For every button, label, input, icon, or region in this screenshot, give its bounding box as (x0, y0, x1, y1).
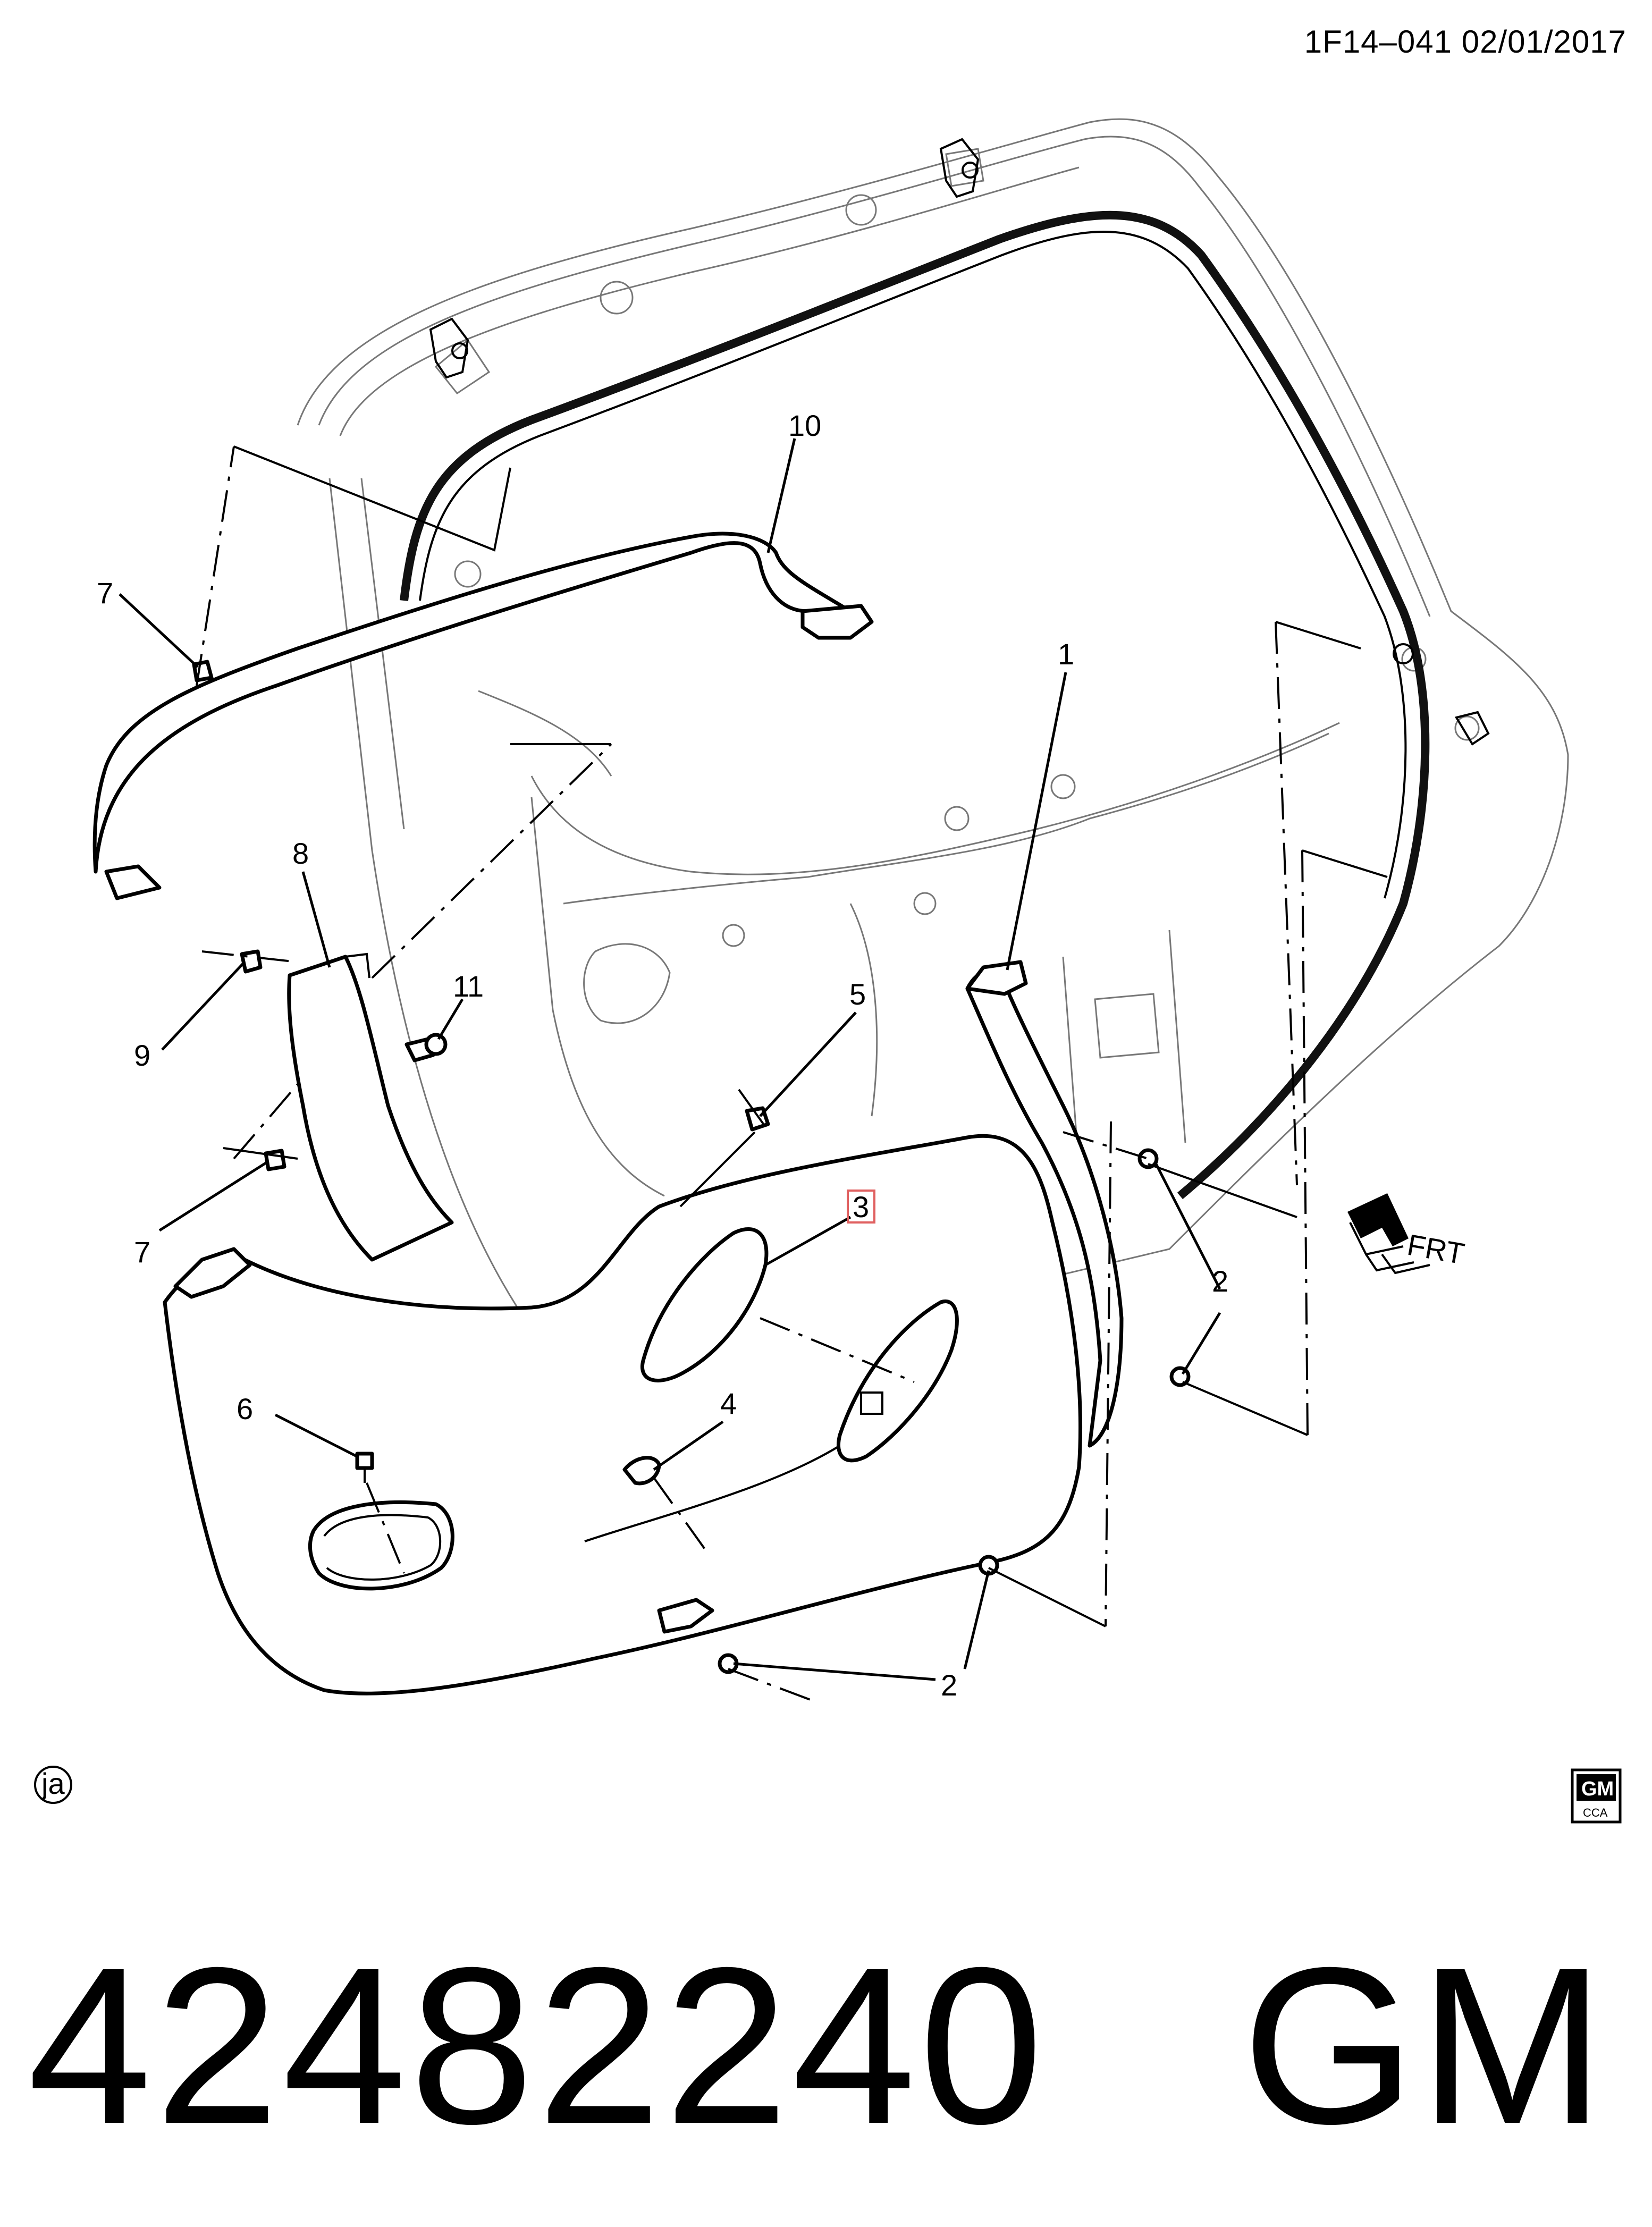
callout-1: 1 (1058, 637, 1074, 671)
logo-top-text: GM (1581, 1778, 1614, 1800)
diagram-reference: 1F14–041 02/01/2017 (1304, 24, 1626, 60)
artist-mark-circle (34, 1766, 72, 1804)
window-seal-inner (419, 231, 1407, 899)
callout-4: 4 (720, 1387, 737, 1420)
part-3-right-opening (836, 1300, 959, 1463)
window-seal (400, 210, 1430, 1200)
part-10-left-tab-icon (104, 864, 162, 900)
part-4-cap-icon (622, 1456, 661, 1486)
front-arrow-label: FRT (1405, 1228, 1467, 1271)
callout-7-top: 7 (97, 576, 113, 610)
part-6-screw-icon (355, 1452, 374, 1483)
part-3-handle-pocket (308, 1500, 454, 1591)
artist-mark: ja (40, 1767, 65, 1800)
part-7-clip-icon (192, 660, 286, 1171)
part-9-clip-icon (240, 949, 263, 974)
callout-3: 3 (853, 1190, 869, 1224)
assembly-lines (196, 445, 1388, 1702)
hinge-icon (429, 138, 1490, 746)
callout-11: 11 (453, 969, 484, 1003)
part-11-bolt-icon (404, 1033, 448, 1062)
part-1-right-side-garnish (965, 970, 1124, 1448)
part-3-left-bracket-icon (173, 1247, 252, 1299)
callout-8: 8 (292, 837, 309, 870)
callout-2-right: 2 (1212, 1264, 1228, 1298)
logo-bottom-text: CCA (1583, 1806, 1608, 1819)
callout-3-highlight-box (847, 1190, 875, 1224)
callout-10: 10 (788, 409, 821, 442)
part-1-clip-icon (965, 960, 1028, 996)
leader-lines (119, 438, 1221, 1681)
part-number-footer: 42482240 GM (28, 1921, 1608, 2171)
gm-cca-logo: GM CCA (1571, 1768, 1622, 1824)
front-direction-arrow: FRT (1347, 1193, 1467, 1275)
callout-5: 5 (849, 977, 866, 1011)
part-10-bracket-icon (800, 604, 874, 640)
part-8-side-garnish (287, 955, 454, 1262)
part-3-lower-handle-recess (657, 1598, 714, 1634)
callout-6: 6 (237, 1392, 253, 1425)
callout-7-bottom: 7 (134, 1235, 150, 1269)
callout-9: 9 (134, 1039, 150, 1072)
part-10-upper-garnish (92, 532, 853, 874)
callout-2-bottom: 2 (941, 1668, 957, 1702)
part-3-lower-trim-panel (163, 1134, 1083, 1695)
